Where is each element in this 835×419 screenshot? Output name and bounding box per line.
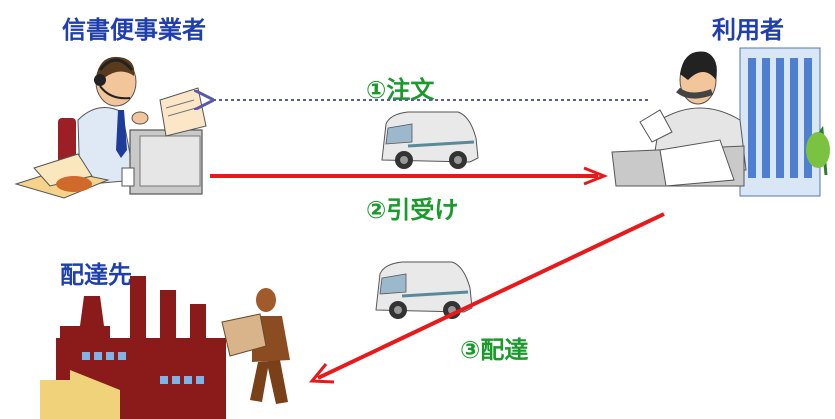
van-top: [381, 111, 479, 169]
user-clipart: [611, 47, 830, 197]
destination-clipart: [40, 276, 290, 419]
delivery-arrow: [308, 212, 665, 384]
delivery-label: ③配達: [460, 336, 529, 364]
user-label: 利用者: [712, 16, 784, 44]
van-bottom: [375, 261, 473, 319]
operator-label: 信書便事業者: [62, 16, 206, 44]
operator-clipart: [14, 56, 207, 199]
pickup-label: ②引受け: [366, 196, 459, 224]
pickup-arrow: [210, 166, 609, 186]
destination-label: 配達先: [60, 261, 132, 289]
